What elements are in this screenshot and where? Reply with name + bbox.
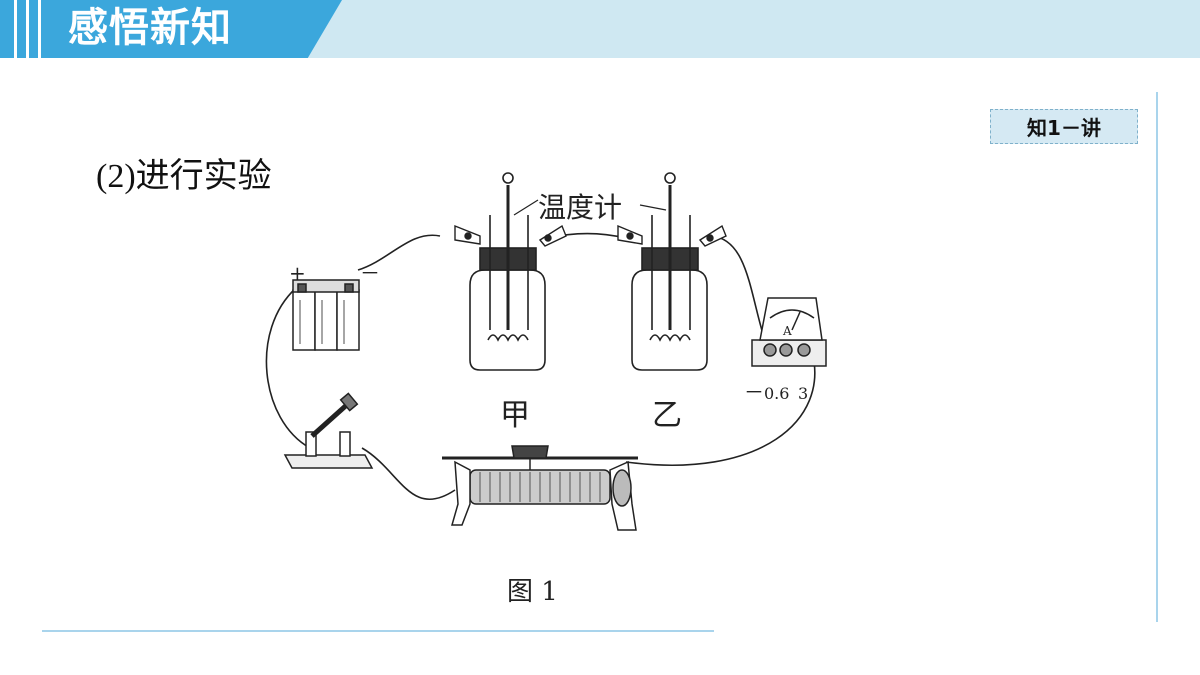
- flask-left-label: 甲: [500, 398, 530, 433]
- clip-left-a: [454, 224, 481, 245]
- ammeter-letter: A: [782, 324, 792, 338]
- page-title: 感悟新知: [68, 5, 232, 51]
- wire-ammeter-to-rheostat: [625, 351, 816, 467]
- right-divider: [1156, 92, 1158, 622]
- clip-right-a: [617, 224, 643, 245]
- ammeter-low-label: 0.6: [764, 384, 789, 403]
- thermometer-label: 温度计: [538, 191, 622, 224]
- header-stripe: [38, 0, 41, 58]
- wire-battery-to-clip: [357, 234, 441, 271]
- knife-switch: [283, 392, 374, 469]
- battery: [292, 279, 360, 351]
- header-stripe: [26, 0, 29, 58]
- section-heading: (2)进行实验: [96, 158, 272, 195]
- figure-caption: 图 1: [507, 577, 558, 607]
- ammeter-high-label: 3: [798, 384, 808, 403]
- thermometer-pointer-right: [639, 204, 667, 211]
- header-stripe: [14, 0, 17, 58]
- flask-left: [469, 172, 546, 371]
- header-tab: [0, 0, 342, 58]
- flask-right: [631, 172, 708, 371]
- wire-clip-to-ammeter: [711, 235, 769, 351]
- battery-plus-label: +: [289, 261, 306, 285]
- flask-right-label: 乙: [652, 398, 682, 433]
- bottom-divider: [42, 630, 714, 632]
- wire-switch-to-rheostat: [361, 447, 456, 501]
- battery-minus-label: －: [360, 261, 380, 285]
- lecture-badge: 知1－讲: [990, 109, 1138, 144]
- ammeter: [751, 297, 827, 367]
- clip-left-b: [538, 224, 567, 247]
- rheostat: [442, 445, 638, 531]
- wire-battery-to-switch: [265, 287, 311, 449]
- thermometer-pointer-left: [513, 199, 539, 216]
- clip-right-b: [698, 224, 727, 247]
- ammeter-minus-label: －: [744, 380, 764, 404]
